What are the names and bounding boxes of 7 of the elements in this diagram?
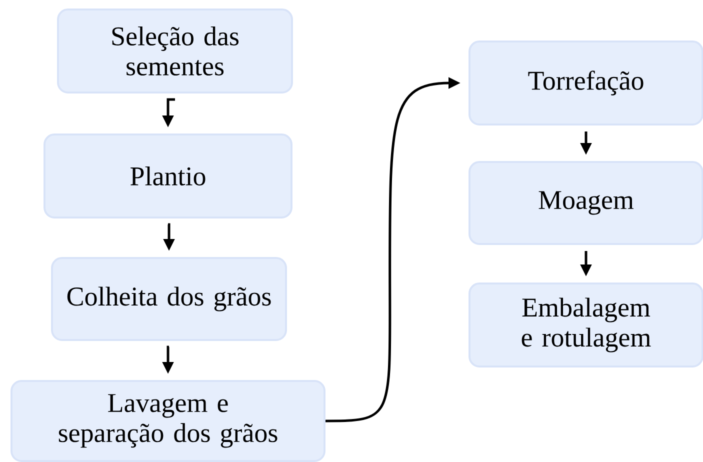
process-box: Moagem	[468, 161, 703, 245]
process-box: Plantio	[44, 133, 292, 218]
process-box: Lavagem e separação dos grãos	[10, 380, 326, 462]
process-box: Colheita dos grãos	[51, 257, 287, 341]
process-box: Seleção das sementes	[57, 8, 293, 94]
process-box: Embalagem e rotulagem	[468, 282, 703, 368]
process-box: Torrefação	[468, 40, 703, 126]
